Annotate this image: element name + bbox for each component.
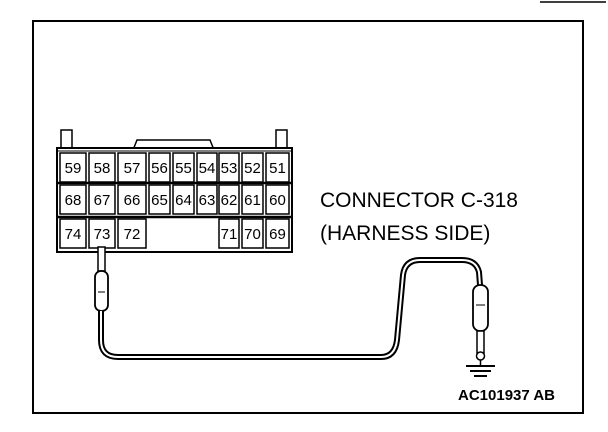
pin-cell-63 <box>196 184 218 215</box>
pin-cell-56 <box>148 152 171 183</box>
pin-label: 71 <box>221 226 238 243</box>
harness-wire <box>98 257 483 360</box>
pin-label: 54 <box>199 160 216 177</box>
pin-cell-62 <box>218 184 240 215</box>
pin-cell-53 <box>218 152 240 183</box>
pin-label: 68 <box>65 192 82 209</box>
pin-cell-59 <box>59 152 87 183</box>
pin-label: 57 <box>124 160 141 177</box>
harness-wire-inner <box>100 259 481 358</box>
probe-right-body <box>472 284 489 332</box>
connector-c318: 59 58 57 56 55 54 53 52 51 68 67 66 65 64 63 62 61 60 74 73… <box>56 129 293 253</box>
pin-label: 67 <box>94 192 111 209</box>
lock-tab <box>132 139 215 151</box>
pin-label: 56 <box>151 160 168 177</box>
pin-cell-68 <box>59 184 87 215</box>
pin-cell-74 <box>59 218 87 249</box>
pin-cell-73 <box>88 218 116 249</box>
frame-border <box>32 20 584 414</box>
pin-cell-60 <box>265 184 290 215</box>
ground-icon <box>466 360 495 377</box>
pin-label: 59 <box>65 160 82 177</box>
probe-left-tip <box>97 246 106 272</box>
probe-right <box>472 284 489 361</box>
probe-right-tip <box>476 330 485 354</box>
pin-label: 64 <box>175 192 192 209</box>
probe-left <box>94 246 109 312</box>
pin-label: 52 <box>244 160 261 177</box>
pin-label: 61 <box>244 192 261 209</box>
pin-cell-71 <box>218 218 240 249</box>
pin-cell-51 <box>265 152 290 183</box>
pin-label: 66 <box>124 192 141 209</box>
pin-cell-55 <box>172 152 195 183</box>
probe-right-contact <box>475 351 486 361</box>
probe-left-body <box>94 270 109 312</box>
connector-label: CONNECTOR C-318 <box>320 189 518 212</box>
pin-label: 51 <box>269 160 286 177</box>
pin-label: 74 <box>65 226 82 243</box>
pin-cell-58 <box>88 152 116 183</box>
harness-side-label: (HARNESS SIDE) <box>320 222 490 245</box>
pin-label: 65 <box>151 192 168 209</box>
figure-code: AC101937 AB <box>458 387 555 404</box>
pin-cell-69 <box>265 218 290 249</box>
pin-cell-52 <box>241 152 264 183</box>
pin-label: 62 <box>221 192 238 209</box>
pin-label: 69 <box>269 226 286 243</box>
pin-cell-64 <box>172 184 195 215</box>
pin-label: 70 <box>244 226 261 243</box>
pin-label: 55 <box>175 160 192 177</box>
pin-label: 72 <box>124 226 141 243</box>
pin-label: 60 <box>269 192 286 209</box>
pin-cell-70 <box>241 218 264 249</box>
pin-cell-67 <box>88 184 116 215</box>
pin-label: 58 <box>94 160 111 177</box>
pin-label: 53 <box>221 160 238 177</box>
pin-label: 63 <box>199 192 216 209</box>
pin-cell-72 <box>117 218 147 249</box>
pin-cell-57 <box>117 152 147 183</box>
pin-label: 73 <box>94 226 111 243</box>
pin-cell-54 <box>196 152 218 183</box>
pin-cell-65 <box>148 184 171 215</box>
pin-cell-61 <box>241 184 264 215</box>
pin-cell-66 <box>117 184 147 215</box>
